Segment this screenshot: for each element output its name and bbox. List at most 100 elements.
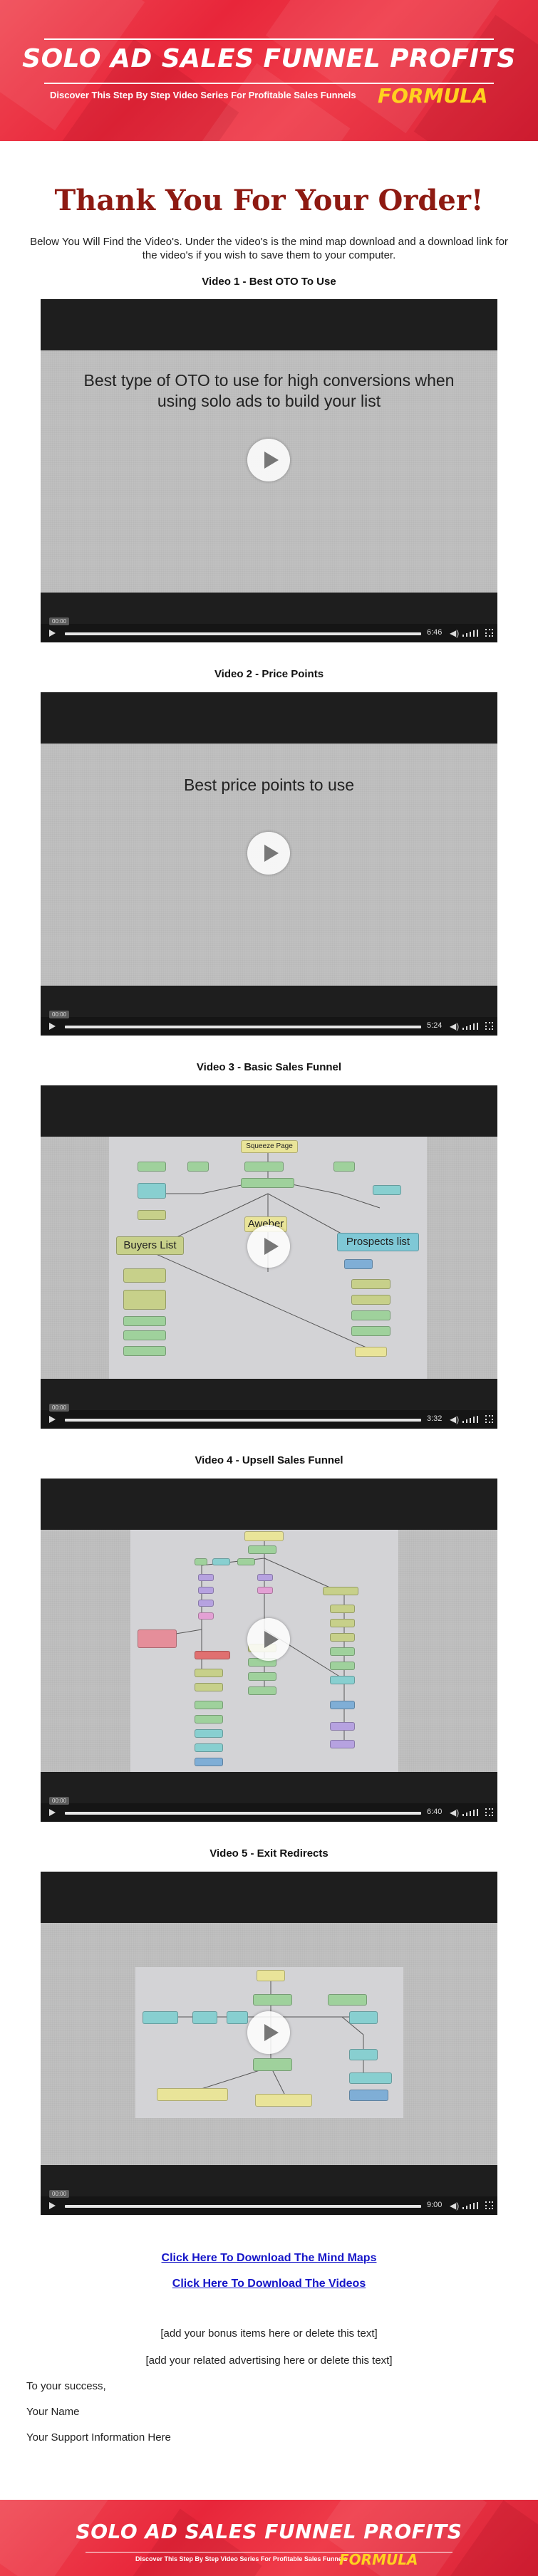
volume-slider[interactable] [462, 1023, 481, 1030]
mind-map-node [143, 2011, 178, 2024]
mind-map-node [253, 2058, 292, 2071]
play-icon[interactable] [247, 1618, 290, 1661]
mind-map-node [257, 1574, 273, 1581]
footer-title: SOLO AD SALES FUNNEL PROFITS [76, 2520, 462, 2543]
time-badge: 00:00 [49, 2190, 70, 2198]
mind-map-node [257, 1587, 273, 1594]
video-screen-text: Best type of OTO to use for high convers… [83, 371, 455, 410]
speaker-icon[interactable]: ◀) [450, 1414, 460, 1424]
mind-map-node [244, 1162, 284, 1172]
play-pause-icon[interactable] [49, 2202, 56, 2209]
fullscreen-icon[interactable] [485, 629, 493, 637]
mind-map-node [330, 1633, 355, 1642]
play-icon[interactable] [247, 439, 290, 481]
fullscreen-icon[interactable] [485, 1022, 493, 1030]
mind-map-node [227, 2011, 248, 2024]
header-subtitle: Discover This Step By Step Video Series … [50, 90, 356, 100]
mind-map-node [328, 1994, 367, 2006]
play-pause-icon[interactable] [49, 1809, 56, 1816]
video-3-player[interactable]: Squeeze Page Aweber Buyers List Prospect… [41, 1085, 497, 1429]
fullscreen-icon[interactable] [485, 1808, 493, 1816]
mind-map-node [123, 1346, 166, 1356]
mind-map-node [195, 1683, 223, 1691]
mind-map-node: Buyers List [116, 1236, 184, 1255]
mind-map-node [241, 1178, 294, 1188]
video-screen[interactable] [41, 1530, 497, 1772]
mind-map-node [349, 2011, 378, 2024]
video-screen-text: Best price points to use [183, 776, 355, 794]
video-controls: 00:00 6:40 ◀) [41, 1797, 497, 1822]
video-screen[interactable]: Squeeze Page Aweber Buyers List Prospect… [41, 1137, 497, 1379]
download-mind-maps-link[interactable]: Click Here To Download The Mind Maps [161, 2252, 377, 2264]
video-5-label: Video 5 - Exit Redirects [209, 1847, 329, 1860]
seek-bar[interactable] [65, 1812, 421, 1815]
play-pause-icon[interactable] [49, 630, 56, 637]
mind-map-node [198, 1600, 214, 1607]
mind-map-node [248, 1686, 276, 1695]
footer-formula: FORMULA [339, 2551, 418, 2568]
mind-map-node [257, 1970, 285, 1981]
intro-text: Below You Will Find the Video's. Under t… [30, 236, 508, 261]
mind-map-node [195, 1729, 223, 1738]
advertising-text: [add your related advertising here or de… [145, 2355, 393, 2367]
thank-you-heading: Thank You For Your Order! [54, 184, 484, 217]
play-icon[interactable] [247, 1225, 290, 1268]
mind-map-node [195, 1558, 207, 1565]
mind-map-node [355, 1347, 387, 1357]
mind-map-node [330, 1605, 355, 1613]
header-formula: FORMULA [378, 84, 488, 108]
time-badge: 00:00 [49, 1011, 70, 1018]
mind-map-node [349, 2072, 392, 2084]
fullscreen-icon[interactable] [485, 2201, 493, 2209]
video-2-player[interactable]: Best price points to use 00:00 5:24 ◀) [41, 692, 497, 1036]
signoff-name: Your Name [26, 2406, 80, 2418]
play-pause-icon[interactable] [49, 1023, 56, 1030]
mind-map-node [198, 1612, 214, 1620]
header-banner: SOLO AD SALES FUNNEL PROFITS Discover Th… [0, 0, 538, 141]
volume-slider[interactable] [462, 1416, 481, 1423]
video-4-player[interactable]: 00:00 6:40 ◀) [41, 1479, 497, 1822]
video-controls: 00:00 5:24 ◀) [41, 1011, 497, 1036]
seek-bar[interactable] [65, 1026, 421, 1028]
mind-map-node [253, 1994, 292, 2006]
seek-bar[interactable] [65, 632, 421, 635]
video-controls: 00:00 9:00 ◀) [41, 2190, 497, 2215]
speaker-icon[interactable]: ◀) [450, 1021, 460, 1031]
mind-map-node [157, 2088, 228, 2101]
time-badge: 00:00 [49, 617, 70, 625]
video-controls: 00:00 3:32 ◀) [41, 1404, 497, 1429]
mind-map-node [351, 1326, 390, 1336]
speaker-icon[interactable]: ◀) [450, 628, 460, 638]
mind-map-node [195, 1758, 223, 1766]
duration: 5:24 [427, 1021, 443, 1030]
video-1-player[interactable]: Best type of OTO to use for high convers… [41, 299, 497, 642]
mind-map-node [330, 1647, 355, 1656]
download-videos-link[interactable]: Click Here To Download The Videos [172, 2278, 366, 2290]
play-icon[interactable] [247, 2011, 290, 2054]
mind-map-node [138, 1629, 177, 1648]
video-5-player[interactable]: 00:00 9:00 ◀) [41, 1872, 497, 2215]
volume-slider[interactable] [462, 630, 481, 637]
mind-map-node [333, 1162, 355, 1172]
duration: 6:46 [427, 628, 443, 637]
volume-slider[interactable] [462, 2202, 481, 2209]
play-pause-icon[interactable] [49, 1416, 56, 1423]
mind-map-node [248, 1545, 276, 1554]
speaker-icon[interactable]: ◀) [450, 2201, 460, 2211]
play-icon[interactable] [247, 832, 290, 875]
mind-map-node [237, 1558, 255, 1565]
mind-map-node [138, 1162, 166, 1172]
seek-bar[interactable] [65, 2205, 421, 2208]
fullscreen-icon[interactable] [485, 1415, 493, 1423]
duration: 3:32 [427, 1414, 443, 1423]
volume-slider[interactable] [462, 1809, 481, 1816]
mind-map-node: Squeeze Page [241, 1140, 298, 1153]
mind-map-node [330, 1662, 355, 1670]
seek-bar[interactable] [65, 1419, 421, 1422]
header-title: SOLO AD SALES FUNNEL PROFITS [22, 44, 516, 73]
mind-map-node [344, 1259, 373, 1269]
mind-map-node [195, 1669, 223, 1677]
mind-map-node [123, 1316, 166, 1326]
speaker-icon[interactable]: ◀) [450, 1808, 460, 1818]
mind-map-node [198, 1574, 214, 1581]
